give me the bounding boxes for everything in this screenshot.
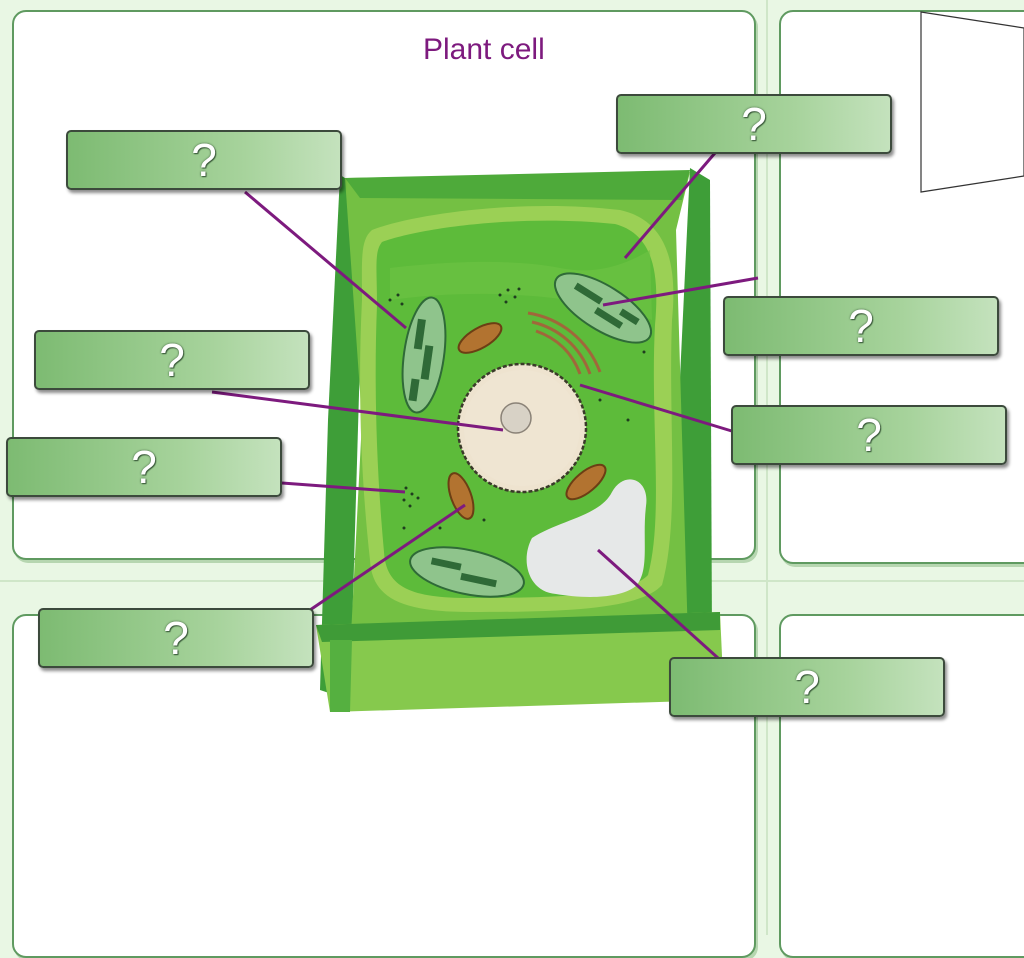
label-text: ? bbox=[131, 441, 157, 493]
leader-line-nucleus bbox=[579, 383, 736, 434]
frame-sketch bbox=[920, 11, 1024, 193]
label-text: ? bbox=[159, 334, 185, 386]
leader-line-vacuole bbox=[596, 548, 720, 660]
label-box-cell-wall[interactable]: ? bbox=[66, 130, 342, 190]
label-box-vacuole[interactable]: ? bbox=[669, 657, 945, 717]
label-box-ribosomes[interactable]: ? bbox=[6, 437, 282, 497]
label-box-mitochondrion[interactable]: ? bbox=[38, 608, 314, 668]
label-text: ? bbox=[191, 134, 217, 186]
plant-cell-illustration bbox=[211, 11, 1024, 712]
label-box-nucleolus[interactable]: ? bbox=[34, 330, 310, 390]
nucleus-shape bbox=[456, 362, 588, 494]
label-text: ? bbox=[848, 300, 874, 352]
label-text: ? bbox=[163, 612, 189, 664]
label-text: ? bbox=[794, 661, 820, 713]
leader-lines bbox=[211, 152, 759, 660]
diagram-title: Plant cell bbox=[423, 33, 545, 66]
leader-line-cell-wall bbox=[244, 190, 407, 330]
label-text: ? bbox=[741, 98, 767, 150]
leader-line-membrane bbox=[602, 276, 759, 307]
label-box-chloroplast[interactable]: ? bbox=[616, 94, 892, 154]
leader-line-chloroplast-right bbox=[623, 152, 717, 259]
label-box-cell-membrane[interactable]: ? bbox=[723, 296, 999, 356]
label-box-nucleus[interactable]: ? bbox=[731, 405, 1007, 465]
chloroplast-left-shape bbox=[401, 296, 447, 414]
leader-line-nucleolus bbox=[211, 390, 504, 432]
chloroplast-right-shape bbox=[553, 272, 653, 344]
ribosome-dots bbox=[388, 287, 646, 530]
vertical-divider bbox=[766, 0, 768, 935]
chloroplast-bottom-shape bbox=[409, 546, 525, 598]
mitochondrion-shapes bbox=[447, 322, 607, 520]
leader-line-ribosomes bbox=[281, 481, 406, 494]
label-text: ? bbox=[856, 409, 882, 461]
golgi-shape bbox=[527, 311, 602, 375]
leader-line-mitochondrion bbox=[309, 503, 466, 612]
